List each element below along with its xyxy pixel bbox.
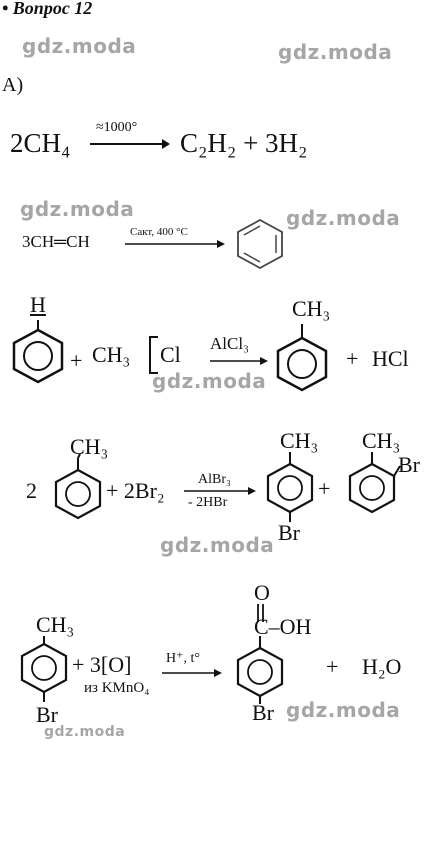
part-label: А) bbox=[2, 74, 24, 96]
eq4-plus: + bbox=[318, 476, 331, 501]
eq4-product2-substituent-top: CH₃ bbox=[362, 428, 401, 453]
eq4-substituent: CH₃ bbox=[70, 434, 109, 459]
eq3-h-substituent: H bbox=[30, 292, 46, 317]
watermark: gdz.moda bbox=[286, 698, 401, 722]
toluene-ring-icon bbox=[54, 453, 102, 520]
question-title: • Вопрос 12 bbox=[2, 0, 93, 18]
eq3-hcl: HCl bbox=[372, 346, 409, 371]
watermark: gdz.moda bbox=[286, 206, 401, 230]
eq5-product-substituent-bottom: Br bbox=[252, 700, 274, 725]
eq1-arrow bbox=[90, 139, 170, 149]
watermark: gdz.moda bbox=[278, 40, 393, 64]
eq4-byproduct: - 2HBr bbox=[188, 495, 228, 510]
eq5-substituent-bottom: Br bbox=[36, 702, 58, 727]
watermark: gdz.moda bbox=[44, 724, 126, 740]
benzene-ring-icon bbox=[12, 320, 64, 384]
bond-break-bracket bbox=[149, 336, 158, 374]
watermark: gdz.moda bbox=[160, 533, 275, 557]
eq4-product1-substituent-bottom: Br bbox=[278, 520, 300, 545]
eq2-arrow bbox=[125, 240, 225, 248]
eq5-carbonyl-oxygen: O bbox=[254, 580, 270, 605]
eq1-condition: ≈1000° bbox=[96, 120, 138, 135]
eq2-lhs: 3CH═CH bbox=[22, 232, 90, 251]
eq5-reagent-note: из KMnO₄ bbox=[84, 680, 150, 696]
eq5-reagent: + 3[O] bbox=[72, 652, 132, 677]
eq5-condition: H⁺, t° bbox=[166, 651, 200, 666]
eq3-catalyst: AlCl₃ bbox=[210, 334, 249, 353]
watermark: gdz.moda bbox=[152, 369, 267, 393]
eq1-rhs: C₂H₂ + 3H₂ bbox=[180, 128, 308, 158]
bromobenzoic-acid-ring-icon bbox=[236, 636, 284, 704]
eq4-coefficient: 2 bbox=[26, 478, 37, 503]
eq5-water: H₂O bbox=[362, 654, 402, 679]
benzene-ring-icon bbox=[237, 218, 283, 270]
eq3-product-substituent: CH₃ bbox=[292, 296, 331, 321]
eq3-chlorine: Cl bbox=[160, 342, 181, 367]
eq5-carboxyl-group: C–OH bbox=[254, 614, 312, 639]
eq4-product2-substituent-side: Br bbox=[398, 452, 420, 477]
eq5-arrow bbox=[162, 669, 222, 677]
bromotoluene-ring-icon bbox=[20, 636, 68, 702]
eq1-lhs: 2CH₄ bbox=[10, 128, 71, 158]
bromotoluene-ortho-ring-icon bbox=[348, 452, 401, 514]
eq4-reagent: + 2Br₂ bbox=[106, 478, 165, 503]
eq4-product1-substituent-top: CH₃ bbox=[280, 428, 319, 453]
eq3-arrow bbox=[210, 357, 268, 365]
eq3-reagent: CH₃ bbox=[92, 342, 131, 367]
watermark: gdz.moda bbox=[20, 197, 135, 221]
eq3-plus: + bbox=[70, 348, 83, 373]
eq4-catalyst: AlBr₃ bbox=[198, 472, 231, 487]
eq5-plus: + bbox=[326, 654, 339, 679]
eq5-substituent-top: CH₃ bbox=[36, 612, 75, 637]
carbonyl-double-bond bbox=[257, 604, 264, 622]
eq4-arrow bbox=[184, 487, 256, 495]
watermark: gdz.moda bbox=[22, 34, 137, 58]
bromotoluene-para-ring-icon bbox=[266, 452, 314, 522]
eq2-condition: Cакт, 400 °C bbox=[130, 226, 188, 238]
eq3-plus-2: + bbox=[346, 346, 359, 371]
toluene-ring-icon bbox=[276, 324, 328, 392]
